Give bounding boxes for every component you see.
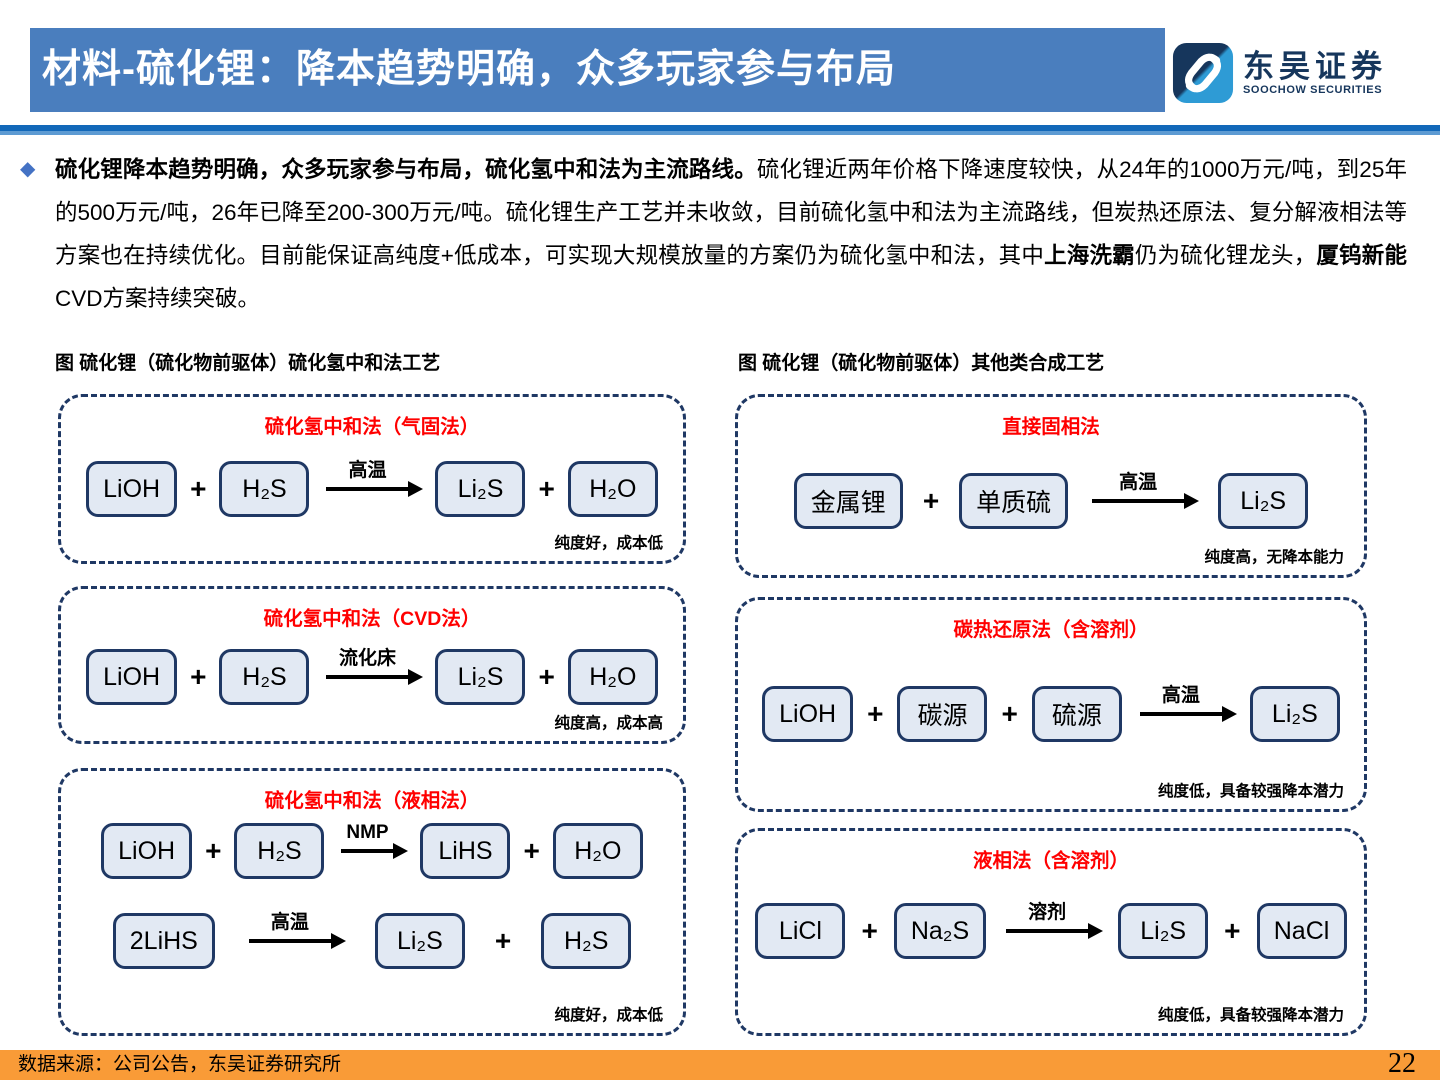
chem-box-lithium-metal: 金属锂 xyxy=(793,473,903,529)
reaction-arrow-icon: 高温 xyxy=(1092,472,1185,503)
chem-box-h2o: H₂O xyxy=(567,461,658,517)
chem-box-nacl: NaCl xyxy=(1256,903,1347,959)
reaction-arrow-icon: NMP xyxy=(341,822,394,853)
footer-bar: 数据来源：公司公告，东吴证券研究所 22 xyxy=(0,1048,1440,1080)
header-divider xyxy=(0,125,1440,135)
soochow-securities-logo: 东吴证券 SOOCHOW SECURITIES xyxy=(1172,42,1402,104)
logo-text: 东吴证券 SOOCHOW SECURITIES xyxy=(1243,49,1387,97)
plus-sign: + xyxy=(538,661,555,692)
figure-caption-right: 图 硫化锂（硫化物前驱体）其他类合成工艺 xyxy=(738,353,1105,374)
method-title: 硫化氢中和法（气固法） xyxy=(264,416,480,438)
chem-box-li2s: Li₂S xyxy=(1118,903,1209,959)
logo-en: SOOCHOW SECURITIES xyxy=(1243,84,1383,96)
method-title: 直接固相法 xyxy=(1002,416,1100,438)
chem-box-na2s: Na₂S xyxy=(893,903,987,959)
diamond-bullet-icon: ◆ xyxy=(20,158,36,180)
chem-box-sulfur-source: 硫源 xyxy=(1031,686,1122,742)
reaction-arrow-icon: 高温 xyxy=(1139,685,1222,716)
plus-sign: + xyxy=(190,473,207,504)
reaction-row: LiCl + Na₂S 溶剂 Li₂S + NaCl xyxy=(754,902,1348,959)
logo-cn: 东吴证券 xyxy=(1243,49,1387,84)
method-title: 硫化氢中和法（CVD法） xyxy=(263,608,481,630)
reaction-arrow-icon: 高温 xyxy=(248,912,331,943)
reaction-row: 金属锂 + 单质硫 高温 Li₂S xyxy=(754,472,1348,529)
chem-box-carbon-source: 碳源 xyxy=(897,686,988,742)
plus-sign: + xyxy=(861,915,878,946)
method-title: 碳热还原法（含溶剂） xyxy=(953,619,1149,641)
plus-sign: + xyxy=(1001,698,1018,729)
reaction-row: LiOH + 碳源 + 硫源 高温 Li₂S xyxy=(754,685,1348,742)
chem-box-h2s: H₂S xyxy=(234,823,325,879)
arrow-condition-label: 溶剂 xyxy=(1028,902,1067,923)
page-number: 22 xyxy=(1388,1048,1416,1079)
chem-box-lioh: LiOH xyxy=(86,461,178,517)
plus-sign: + xyxy=(867,698,884,729)
chem-box-h2o: H₂O xyxy=(552,823,643,879)
chem-box-li2s: Li₂S xyxy=(435,649,526,705)
arrow-condition-label: NMP xyxy=(346,822,389,843)
chem-box-lioh: LiOH xyxy=(762,686,854,742)
reaction-row-1: LiOH + H₂S NMP LiHS + H₂O xyxy=(77,822,667,879)
para-seg-bold: 上海洗霸 xyxy=(1044,243,1135,268)
figure-caption-left: 图 硫化锂（硫化物前驱体）硫化氢中和法工艺 xyxy=(55,353,441,374)
reaction-row-2: 2LiHS 高温 Li₂S + H₂S xyxy=(77,912,667,969)
panel-note: 纯度低，具备较强降本潜力 xyxy=(1157,783,1344,800)
chem-box-li2s: Li₂S xyxy=(1249,686,1340,742)
arrow-condition-label: 高温 xyxy=(1119,472,1158,493)
para-seg: CVD方案持续突破。 xyxy=(55,286,261,311)
plus-sign: + xyxy=(523,835,540,866)
panel-liquid-solvent-method: 液相法（含溶剂） LiCl + Na₂S 溶剂 Li₂S + NaCl 纯度低，… xyxy=(735,828,1367,1036)
plus-sign: + xyxy=(1224,915,1241,946)
plus-sign: + xyxy=(538,473,555,504)
plus-sign: + xyxy=(190,661,207,692)
chem-box-lioh: LiOH xyxy=(101,823,193,879)
para-seg: 硫化锂近两年价格下降速度较快，从24年的1000万元/吨，到25年的500万元/… xyxy=(55,157,1407,268)
chem-box-licl: LiCl xyxy=(755,903,846,959)
plus-sign: + xyxy=(494,925,512,956)
para-seg-bold: 硫化锂降本趋势明确，众多玩家参与布局，硫化氢中和法为主流路线。 xyxy=(55,157,757,182)
para-seg-bold: 厦钨新能 xyxy=(1316,243,1407,268)
panel-note: 纯度低，具备较强降本潜力 xyxy=(1157,1007,1344,1024)
plus-sign: + xyxy=(922,485,940,516)
plus-sign: + xyxy=(205,835,222,866)
panel-cvd-method: 硫化氢中和法（CVD法） LiOH + H₂S 流化床 Li₂S + H₂O 纯… xyxy=(58,586,686,744)
reaction-arrow-icon: 溶剂 xyxy=(1006,902,1089,933)
arrow-condition-label: 高温 xyxy=(348,460,387,481)
panel-direct-solid-method: 直接固相法 金属锂 + 单质硫 高温 Li₂S 纯度高，无降本能力 xyxy=(735,394,1367,578)
chem-box-h2o: H₂O xyxy=(567,649,658,705)
method-title: 硫化氢中和法（液相法） xyxy=(264,790,480,812)
page-title: 材料-硫化锂：降本趋势明确，众多玩家参与布局 xyxy=(30,28,1165,112)
arrow-condition-label: 流化床 xyxy=(338,648,396,669)
chem-box-li2s: Li₂S xyxy=(435,461,526,517)
panel-note: 纯度好，成本低 xyxy=(554,1007,663,1024)
data-source: 数据来源：公司公告，东吴证券研究所 xyxy=(18,1054,342,1075)
para-seg: 仍为硫化锂龙头， xyxy=(1134,243,1317,268)
summary-paragraph: 硫化锂降本趋势明确，众多玩家参与布局，硫化氢中和法为主流路线。硫化锂近两年价格下… xyxy=(55,148,1407,320)
chem-box-lioh: LiOH xyxy=(86,649,178,705)
chem-box-h2s: H₂S xyxy=(219,649,310,705)
chem-box-h2s: H₂S xyxy=(219,461,310,517)
chem-box-2lihs: 2LiHS xyxy=(112,913,215,969)
arrow-condition-label: 高温 xyxy=(270,912,309,933)
chem-box-elemental-sulfur: 单质硫 xyxy=(959,473,1069,529)
method-title: 液相法（含溶剂） xyxy=(972,850,1129,872)
panel-gas-solid-method: 硫化氢中和法（气固法） LiOH + H₂S 高温 Li₂S + H₂O 纯度好… xyxy=(58,394,686,564)
reaction-row: LiOH + H₂S 高温 Li₂S + H₂O xyxy=(77,460,667,517)
chem-box-lihs: LiHS xyxy=(420,823,511,879)
chem-box-li2s: Li₂S xyxy=(374,913,465,969)
panel-note: 纯度高，无降本能力 xyxy=(1204,549,1344,566)
chem-box-li2s: Li₂S xyxy=(1218,473,1309,529)
panel-note: 纯度好，成本低 xyxy=(554,535,663,552)
reaction-arrow-icon: 高温 xyxy=(326,460,409,491)
reaction-row: LiOH + H₂S 流化床 Li₂S + H₂O xyxy=(77,648,667,705)
reaction-arrow-icon: 流化床 xyxy=(326,648,409,679)
panel-carbothermal-method: 碳热还原法（含溶剂） LiOH + 碳源 + 硫源 高温 Li₂S 纯度低，具备… xyxy=(735,597,1367,812)
arrow-condition-label: 高温 xyxy=(1161,685,1200,706)
soochow-logo-icon xyxy=(1172,42,1234,104)
panel-liquid-method: 硫化氢中和法（液相法） LiOH + H₂S NMP LiHS + H₂O 2L… xyxy=(58,768,686,1036)
panel-note: 纯度高，成本高 xyxy=(554,715,663,732)
chem-box-h2s: H₂S xyxy=(541,913,632,969)
